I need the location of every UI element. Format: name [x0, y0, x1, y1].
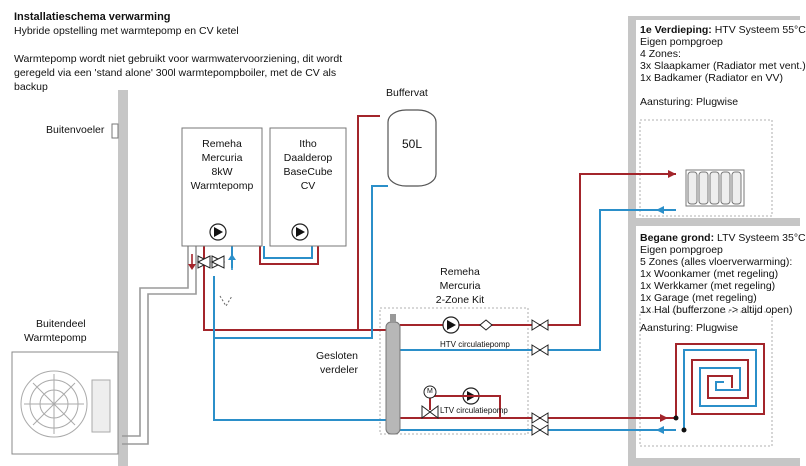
- hp-return: [213, 276, 386, 421]
- boiler-supply-loop: [259, 246, 319, 265]
- ground-line-6: 1x Hal (bufferzone -> altijd open): [640, 304, 793, 316]
- boiler-return-loop: [263, 246, 313, 259]
- heatpump-line-3: 8kW: [211, 166, 233, 178]
- ground-floor-slab: [636, 458, 800, 466]
- ground-title: Begane grond: LTV Systeem 35°C: [640, 232, 806, 245]
- floor-heating-coil-icon: [675, 343, 765, 430]
- motor-valve-label: M: [427, 388, 433, 395]
- note-line-3: backup: [14, 81, 48, 93]
- ground-title-rest: LTV Systeem 35°C: [714, 232, 806, 244]
- buffer-label: Buffervat: [386, 87, 428, 99]
- floor1-line-3: 3x Slaapkamer (Radiator met vent.): [640, 60, 806, 72]
- refrigerant-lines: [122, 246, 197, 445]
- htv-return: [400, 209, 676, 351]
- boiler-line-3: BaseCube: [283, 166, 333, 178]
- outer-wall-left: [118, 90, 128, 466]
- boiler-line-4: CV: [300, 180, 316, 192]
- heatpump-line-2: Mercuria: [201, 152, 243, 164]
- boiler-unit: [269, 127, 347, 247]
- floor1-title-bold: 1e Verdieping:: [640, 24, 712, 36]
- floor-slab: [636, 218, 800, 226]
- heatpump-line-4: Warmtepomp: [190, 180, 254, 192]
- ball-valve-icon: [531, 412, 549, 436]
- pump-icon: [442, 316, 460, 334]
- floor1-line-1: Eigen pompgroep: [640, 36, 723, 48]
- floor1-line-2: 4 Zones:: [640, 48, 681, 60]
- manifold-line-1: Gesloten: [316, 350, 359, 362]
- floor1-control: Aansturing: Plugwise: [640, 96, 739, 108]
- flow-arrows: [188, 254, 236, 270]
- ground-line-2: 5 Zones (alles vloerverwarming):: [640, 256, 793, 268]
- floor1-title: 1e Verdieping: HTV Systeem 55°C: [640, 24, 806, 37]
- htv-pump-label: HTV circulatiepomp: [440, 340, 510, 349]
- manifold-line-2: verdeler: [320, 364, 358, 376]
- outdoor-sensor-icon: [111, 123, 119, 139]
- motor-valve-icon: [421, 385, 439, 419]
- pump-icon: [209, 223, 227, 241]
- zone-kit-box: [379, 307, 529, 435]
- three-way-valve-icon: [196, 255, 226, 269]
- buffer-vessel: [387, 109, 437, 187]
- ground-room-box: [639, 311, 773, 447]
- kit-line-2: Mercuria: [439, 280, 481, 292]
- radiator-icon: [685, 169, 745, 207]
- note-line-1: Warmtepomp wordt niet gebruikt voor warm…: [14, 53, 343, 65]
- ground-control: Aansturing: Plugwise: [640, 322, 739, 334]
- hp-supply-to-verdeler: [203, 246, 386, 331]
- outdoor-sensor-label: Buitenvoeler: [46, 124, 105, 136]
- ball-valve-icon: [531, 319, 549, 356]
- closed-manifold: [385, 314, 401, 435]
- boiler-line-1: Itho: [299, 138, 317, 150]
- ground-line-3: 1x Woonkamer (met regeling): [640, 268, 779, 280]
- ground-line-1: Eigen pompgroep: [640, 244, 723, 256]
- heatpump-line-1: Remeha: [202, 138, 242, 150]
- floor1-room-box: [639, 119, 773, 217]
- note-line-2: geregeld via een 'stand alone' 300l warm…: [14, 67, 337, 79]
- kit-line-1: Remeha: [440, 266, 480, 278]
- temperature-sensor-icon: [219, 295, 233, 307]
- ground-line-4: 1x Werkkamer (met regeling): [640, 280, 776, 292]
- top-floor-ceiling: [636, 16, 800, 20]
- page-title: Installatieschema verwarming: [14, 11, 171, 23]
- page-subtitle: Hybride opstelling met warmtepomp en CV …: [14, 25, 239, 37]
- outdoor-unit-line-2: Warmtepomp: [24, 332, 87, 344]
- kit-line-3: 2-Zone Kit: [435, 294, 485, 306]
- ground-line-5: 1x Garage (met regeling): [640, 292, 757, 304]
- floor1-title-rest: HTV Systeem 55°C: [711, 24, 806, 36]
- floor1-line-4: 1x Badkamer (Radiator en VV): [640, 72, 783, 84]
- outdoor-unit-line-1: Buitendeel: [36, 318, 86, 330]
- ground-title-bold: Begane grond:: [640, 232, 715, 244]
- outer-wall-right: [628, 16, 636, 466]
- outdoor-unit: [11, 351, 119, 455]
- supply-to-buffer: [357, 115, 380, 330]
- pump-icon: [291, 223, 309, 241]
- buffer-volume: 50L: [401, 137, 423, 151]
- non-return-valve-icon: [479, 319, 493, 331]
- ltv-pump-label: LTV circulatiepomp: [440, 406, 508, 415]
- boiler-line-2: Daalderop: [283, 152, 333, 164]
- walls: [118, 16, 800, 466]
